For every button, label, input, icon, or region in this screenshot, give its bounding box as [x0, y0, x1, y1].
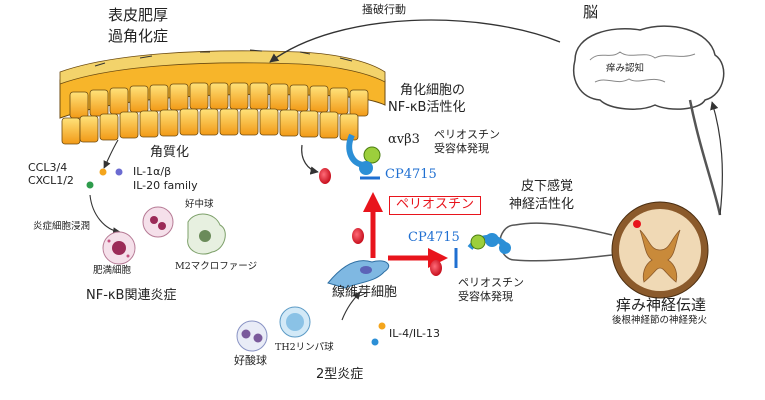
epidermis-to-periostin-arrow: [301, 144, 319, 175]
epidermis-layer: [59, 49, 386, 145]
eosinophil-label: 好酸球: [234, 354, 267, 367]
infiltration-arrow: [89, 194, 121, 235]
periostin-molecules: [319, 168, 442, 276]
cxcl-label: CXCL1/2: [28, 174, 74, 187]
scratching-label: 搔破行動: [362, 3, 406, 16]
fibroblast-cell: [327, 260, 390, 289]
m2-macrophage: [187, 213, 226, 255]
periostin-arrows: [363, 192, 448, 268]
sensory-nerve: [499, 222, 613, 262]
cp4715-blocks: [360, 176, 458, 268]
keratinocyte-label-2: NF-κB活性化: [388, 100, 466, 115]
dorsal-root-label: 後根神経節の神経発火: [612, 315, 708, 326]
neutrophil: [142, 206, 174, 238]
scratching-arrow: [269, 19, 561, 63]
epidermis-title-1: 表皮肥厚: [108, 6, 169, 24]
mast-cell-label: 肥満細胞: [93, 265, 132, 276]
spinal-to-brain-arrow: [710, 101, 723, 216]
keratinization-arrow: [103, 139, 119, 169]
spinal-cord-section: [611, 201, 709, 299]
receptor-expression-top-2: 受容体発現: [434, 142, 489, 155]
cytokine-dots: [86, 168, 123, 189]
th2-lymphocyte: [279, 306, 311, 338]
ccl-label: CCL3/4: [28, 161, 68, 174]
il4-il13-label: IL-4/IL-13: [389, 327, 440, 340]
type2-to-fibroblast-arrow: [341, 291, 361, 321]
brain-label: 脳: [583, 3, 599, 21]
alpha-beta-label: αvβ3: [388, 132, 420, 147]
subcutaneous-label-2: 神経活性化: [509, 197, 575, 212]
il20-label: IL-20 family: [133, 179, 198, 192]
keratinization-label: 角質化: [150, 145, 190, 160]
m2-macrophage-label: M2マクロファージ: [175, 261, 258, 272]
periostin-label: ペリオスチン: [389, 196, 482, 215]
fibroblast-label: 線維芽細胞: [332, 285, 398, 300]
th2-label: TH2リンパ球: [275, 342, 334, 353]
receptor-expression-b-2: 受容体発現: [458, 290, 513, 303]
il1-label: IL-1α/β: [133, 165, 172, 178]
cp4715-top-label: CP4715: [385, 167, 437, 182]
cp4715-right-label: CP4715: [408, 230, 460, 245]
epidermis-title-2: 過角化症: [108, 27, 169, 45]
brain-illustration: [573, 25, 725, 216]
receptor-expression-b-1: ペリオスチン: [458, 276, 524, 289]
itch-cognition-label: 痒み認知: [606, 63, 645, 74]
keratinocyte-label-1: 角化細胞の: [400, 83, 466, 98]
nfkb-inflammation-label: NF-κB関連炎症: [86, 288, 177, 303]
eosinophil: [236, 320, 268, 352]
neutrophil-label: 好中球: [185, 199, 214, 210]
type2-inflammation-label: 2型炎症: [316, 367, 364, 382]
il4-il13-dots: [371, 322, 386, 346]
mast-cell: [102, 231, 136, 265]
receptor-expression-top-1: ペリオスチン: [434, 128, 500, 141]
receptor-top: [346, 133, 381, 175]
subcutaneous-label-1: 皮下感覚: [521, 179, 574, 194]
receptor-right: [467, 233, 511, 254]
infiltration-label: 炎症細胞浸潤: [33, 221, 91, 232]
itch-transmission-label: 痒み神経伝達: [616, 296, 707, 314]
